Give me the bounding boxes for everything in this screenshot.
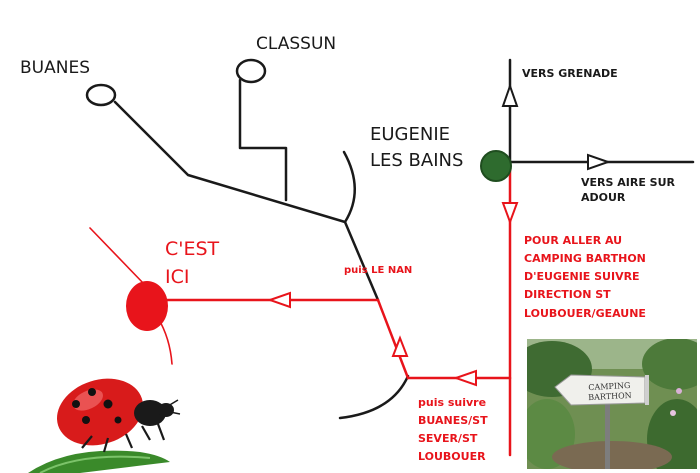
camping-sign-text: CAMPING BARTHON [588,381,632,403]
puis-suivre-line-3: SEVER/ST [418,432,478,446]
label-classun: CLASSUN [256,34,337,54]
label-eugenie: EUGENIE LES BAINS [370,122,463,174]
directions-line-4: DIRECTION ST [524,288,611,302]
road-southwest-curve [338,374,410,420]
route-diagonal [376,298,410,380]
label-vers-grenade: VERS GRENADE [522,67,618,80]
directions-line-2: CAMPING BARTHON [524,252,646,266]
classun-circle [235,58,267,84]
label-eugenie-line2: LES BAINS [370,150,464,172]
puis-suivre-line-2: BUANES/ST [418,414,488,428]
eugenie-marker [480,150,512,182]
arrow-west-lower-icon [452,369,477,387]
arrow-east-icon [587,153,612,171]
puis-suivre-line-1: puis suivre [418,396,487,409]
label-eugenie-line1: EUGENIE [370,124,451,145]
label-destination-line1: C'EST [165,238,220,260]
road-classun [238,78,288,202]
puis-suivre-line-4: LOUBOUER [418,450,486,464]
label-destination-line2: ICI [165,265,190,288]
directions-line-3: D'EUGENIE SUIVRE [524,270,640,284]
destination-marker [126,281,168,331]
label-directions: POUR ALLER AU CAMPING BARTHON D'EUGENIE … [524,232,646,323]
arrow-north-icon [501,82,519,107]
road-south [343,220,380,302]
arrow-west-upper-icon [266,291,291,309]
camping-sign-photo [527,339,697,469]
arrow-up-diagonal-icon [391,335,409,357]
label-puis-suivre: puis suivre BUANES/ST SEVER/ST LOUBOUER [418,394,488,467]
arrow-down-icon [501,202,519,225]
road-buanes [113,100,347,224]
directions-line-5: LOUBOUER/GEAUNE [524,306,646,320]
route-thin-north [89,227,146,286]
ladybug-illustration [28,378,181,473]
label-vers-aire-line1: VERS AIRE SUR [581,176,675,189]
label-puis-le-nan: puis LE NAN [344,265,413,276]
label-destination: C'EST ICI [165,236,219,291]
label-buanes: BUANES [20,58,90,78]
road-north-curve [342,150,356,224]
buanes-circle [85,83,117,107]
label-vers-aire-line2: ADOUR [581,191,626,205]
directions-line-1: POUR ALLER AU [524,234,623,247]
label-vers-aire: VERS AIRE SUR ADOUR [581,175,675,206]
